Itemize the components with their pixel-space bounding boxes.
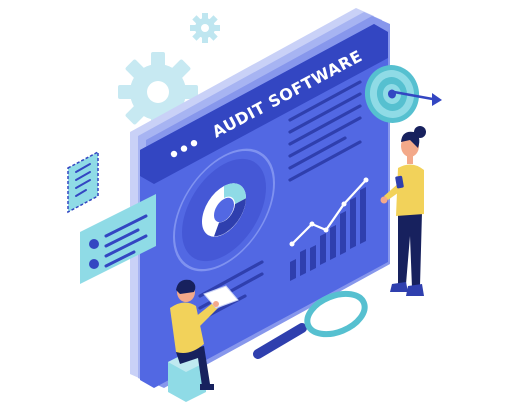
arrow-icon (393, 90, 442, 106)
window-dots (170, 140, 198, 158)
main-screen: AUDIT SOFTWARE (140, 24, 388, 388)
small-gear-icon (190, 13, 220, 43)
donut-chart-icon (173, 148, 275, 272)
bar-chart-icon (290, 187, 366, 281)
checklist-card-icon (80, 194, 156, 284)
target-icon (364, 65, 420, 123)
magnifier-icon (253, 290, 368, 359)
standing-person (380, 126, 426, 296)
text-lines (198, 80, 362, 322)
document-icon (67, 150, 99, 214)
sitting-person (168, 279, 239, 402)
